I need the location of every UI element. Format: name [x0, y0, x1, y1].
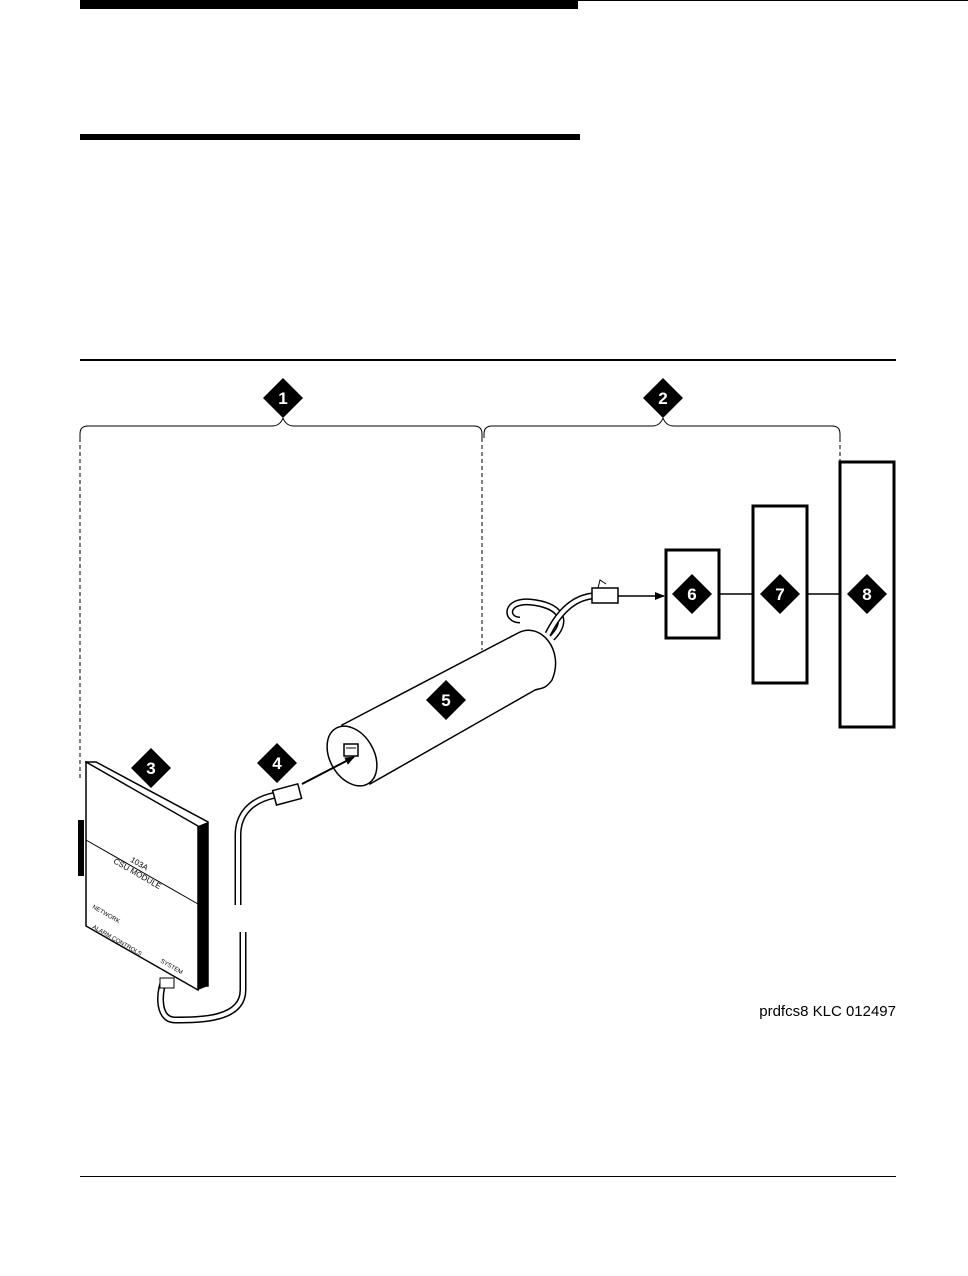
- brace-section-2: [483, 417, 841, 462]
- callout-7: 7: [760, 574, 800, 614]
- footer-rule: [80, 1176, 896, 1177]
- figure-top-rule: [80, 359, 896, 361]
- callout-1: 1: [263, 378, 303, 418]
- csu-module: 103A CSU MODULE NETWORK ALARM CONTROLS S…: [78, 760, 209, 992]
- callout-6: 6: [672, 574, 712, 614]
- svg-text:7: 7: [775, 585, 784, 604]
- cable-item-4: [157, 782, 303, 1024]
- callout-2: 2: [643, 378, 683, 418]
- connection-arrow-to-5: [301, 756, 355, 785]
- callout-8: 8: [847, 574, 887, 614]
- svg-text:8: 8: [862, 585, 871, 604]
- callout-5: 5: [426, 680, 466, 720]
- svg-text:4: 4: [272, 754, 282, 773]
- header-thin-rule: [578, 0, 968, 1]
- cylinder-jack: [343, 743, 359, 757]
- modular-plug-right: [591, 587, 619, 604]
- svg-text:5: 5: [441, 691, 450, 710]
- callout-3: 3: [131, 748, 171, 788]
- svg-text:1: 1: [278, 389, 287, 408]
- callout-4: 4: [257, 743, 297, 783]
- section-divider-bar: [80, 134, 580, 140]
- cable-to-equipment: [506, 579, 619, 641]
- svg-text:3: 3: [146, 759, 155, 778]
- brace-section-1: [79, 417, 483, 780]
- modular-plug-left: [271, 782, 303, 807]
- adapter-cylinder: [326, 629, 557, 787]
- svg-text:2: 2: [658, 389, 667, 408]
- figure-id-caption: prdfcs8 KLC 012497: [759, 1003, 896, 1020]
- svg-text:6: 6: [687, 585, 696, 604]
- header-thick-bar: [80, 0, 578, 9]
